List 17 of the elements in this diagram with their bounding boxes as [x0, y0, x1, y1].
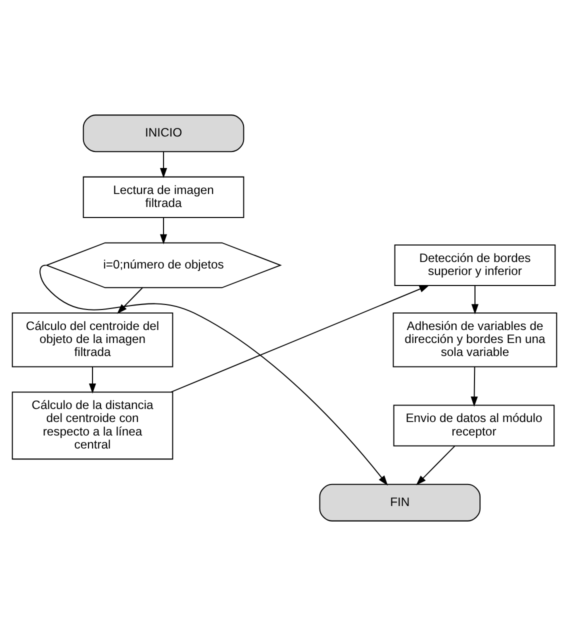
- arrow: [40, 264, 388, 486]
- arrow: [170, 285, 430, 393]
- arrow: [117, 287, 143, 314]
- node-box: Detección de bordes superior y inferior: [394, 244, 556, 286]
- arrow: [160, 218, 168, 244]
- node-box: INICIO: [82, 114, 244, 152]
- node-box: FIN: [319, 484, 481, 522]
- node-box: Cálculo del centroide del objeto de la imagen filtrada: [12, 312, 174, 368]
- node-box: Adhesión de variables de dirección y bordes En una sola variable: [392, 312, 558, 368]
- arrow: [416, 446, 456, 486]
- arrow: [471, 286, 479, 314]
- arrow: [470, 366, 478, 407]
- arrow: [160, 152, 168, 178]
- node-box: Envio de datos al módulo receptor: [393, 404, 555, 446]
- arrow: [88, 366, 96, 394]
- node-box: Lectura de imagen filtrada: [82, 176, 244, 218]
- node-box: Cálculo de la distancia del centroide con respecto a la línea central: [12, 392, 174, 460]
